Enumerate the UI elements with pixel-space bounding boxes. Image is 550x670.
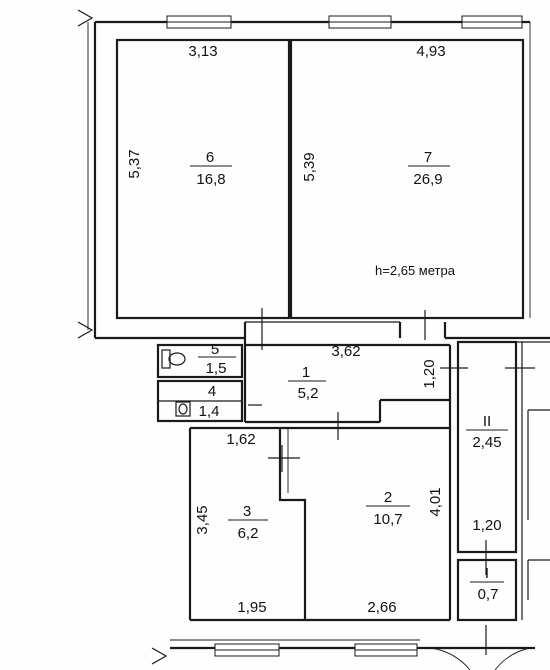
walls bbox=[87, 20, 550, 650]
sink-icon bbox=[175, 401, 191, 417]
dim-537: 5,37 bbox=[126, 149, 143, 178]
room-7-label: 7 26,9 bbox=[408, 149, 450, 188]
room-II-label: II 2,45 bbox=[466, 413, 508, 451]
room-2-label: 2 10,7 bbox=[366, 489, 410, 528]
ceiling-height-note: h=2,65 метра bbox=[375, 263, 456, 278]
dim-493: 4,93 bbox=[416, 43, 445, 60]
toilet-icon bbox=[161, 349, 186, 369]
fixtures bbox=[161, 349, 191, 417]
room-2-number: 2 bbox=[384, 489, 392, 506]
room-I-area: 0,7 bbox=[478, 586, 499, 603]
room-2-area: 10,7 bbox=[373, 511, 402, 528]
dim-313: 3,13 bbox=[188, 43, 217, 60]
door-marks bbox=[248, 308, 535, 670]
room-5-number: 5 bbox=[211, 341, 219, 358]
room-4-area: 1,4 bbox=[199, 403, 220, 420]
dim-120-corridor: 1,20 bbox=[421, 359, 438, 388]
room-1-number: 1 bbox=[302, 364, 310, 381]
room-6-number: 6 bbox=[206, 149, 214, 166]
dim-539: 5,39 bbox=[301, 152, 318, 181]
room-4-label: 4 1,4 bbox=[199, 383, 220, 420]
room-6-label: 6 16,8 bbox=[190, 149, 232, 188]
room-II-number: II bbox=[483, 413, 491, 430]
room-3-number: 3 bbox=[243, 503, 251, 520]
dim-195: 1,95 bbox=[237, 599, 266, 616]
dim-345: 3,45 bbox=[194, 505, 211, 534]
room-I-number: I bbox=[485, 565, 489, 582]
dim-120-hall: 1,20 bbox=[472, 517, 501, 534]
room-5-label: 5 1,5 bbox=[198, 341, 236, 377]
room-7-number: 7 bbox=[424, 149, 432, 166]
room-I-label: I 0,7 bbox=[470, 565, 504, 603]
room-3-area: 6,2 bbox=[238, 525, 259, 542]
room-3-label: 3 6,2 bbox=[228, 503, 268, 542]
room-5-area: 1,5 bbox=[206, 360, 227, 377]
dimension-labels: 3,13 4,93 5,37 5,39 3,62 1,20 1,62 4,01 … bbox=[126, 43, 502, 616]
room-4-number: 4 bbox=[208, 383, 216, 400]
windows bbox=[166, 15, 523, 657]
dim-401: 4,01 bbox=[427, 487, 444, 516]
room-1-label: 1 5,2 bbox=[288, 364, 326, 402]
dim-266: 2,66 bbox=[367, 599, 396, 616]
room-6-area: 16,8 bbox=[196, 171, 225, 188]
dim-362: 3,62 bbox=[331, 343, 360, 360]
room-1-area: 5,2 bbox=[298, 385, 319, 402]
room-7-area: 26,9 bbox=[413, 171, 442, 188]
room-II-area: 2,45 bbox=[472, 434, 501, 451]
dim-162: 1,62 bbox=[226, 431, 255, 448]
wall-break-symbols bbox=[77, 9, 168, 665]
